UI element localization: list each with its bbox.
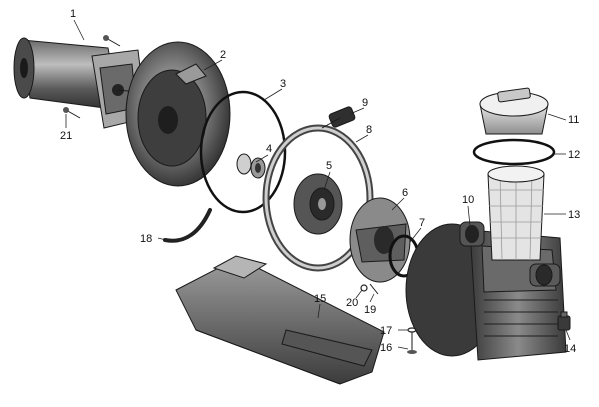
callout-7: 7 — [419, 217, 425, 229]
base-bolt — [407, 332, 417, 354]
diffuser-screw — [369, 283, 379, 295]
callout-6: 6 — [402, 187, 408, 199]
leader-lines — [65, 19, 571, 350]
motor-mount-gasket — [163, 208, 212, 243]
seal-plate — [125, 41, 231, 187]
callout-5: 5 — [326, 160, 332, 172]
motor-bolt-top — [103, 35, 121, 47]
base — [175, 255, 385, 385]
o-ring-large — [199, 90, 287, 214]
callout-1: 1 — [70, 8, 76, 20]
callout-13: 13 — [568, 209, 580, 221]
callout-2: 2 — [220, 49, 226, 61]
callout-19: 19 — [364, 304, 376, 316]
callout-3: 3 — [280, 78, 286, 90]
callout-10: 10 — [462, 194, 474, 206]
callout-16: 16 — [380, 342, 392, 354]
callout-20: 20 — [346, 297, 358, 309]
callout-15: 15 — [314, 293, 326, 305]
strainer-basket — [487, 165, 545, 261]
callout-17: 17 — [380, 325, 392, 337]
callout-18: 18 — [140, 233, 152, 245]
callout-4: 4 — [266, 143, 272, 155]
shaft-seal — [236, 153, 266, 179]
drain-plug — [557, 311, 571, 331]
pump-body — [405, 221, 567, 361]
lid — [479, 87, 549, 135]
motor-bolt — [63, 107, 81, 119]
diffuser-washer — [360, 284, 368, 292]
callout-21: 21 — [60, 130, 72, 142]
callout-9: 9 — [362, 97, 368, 109]
callout-8: 8 — [366, 124, 372, 136]
callout-14: 14 — [564, 343, 576, 355]
clamp-knob — [321, 106, 356, 129]
lid-o-ring — [472, 138, 556, 166]
callout-12: 12 — [568, 149, 580, 161]
diffuser — [349, 197, 411, 283]
callout-11: 11 — [568, 114, 579, 126]
impeller — [293, 173, 343, 235]
